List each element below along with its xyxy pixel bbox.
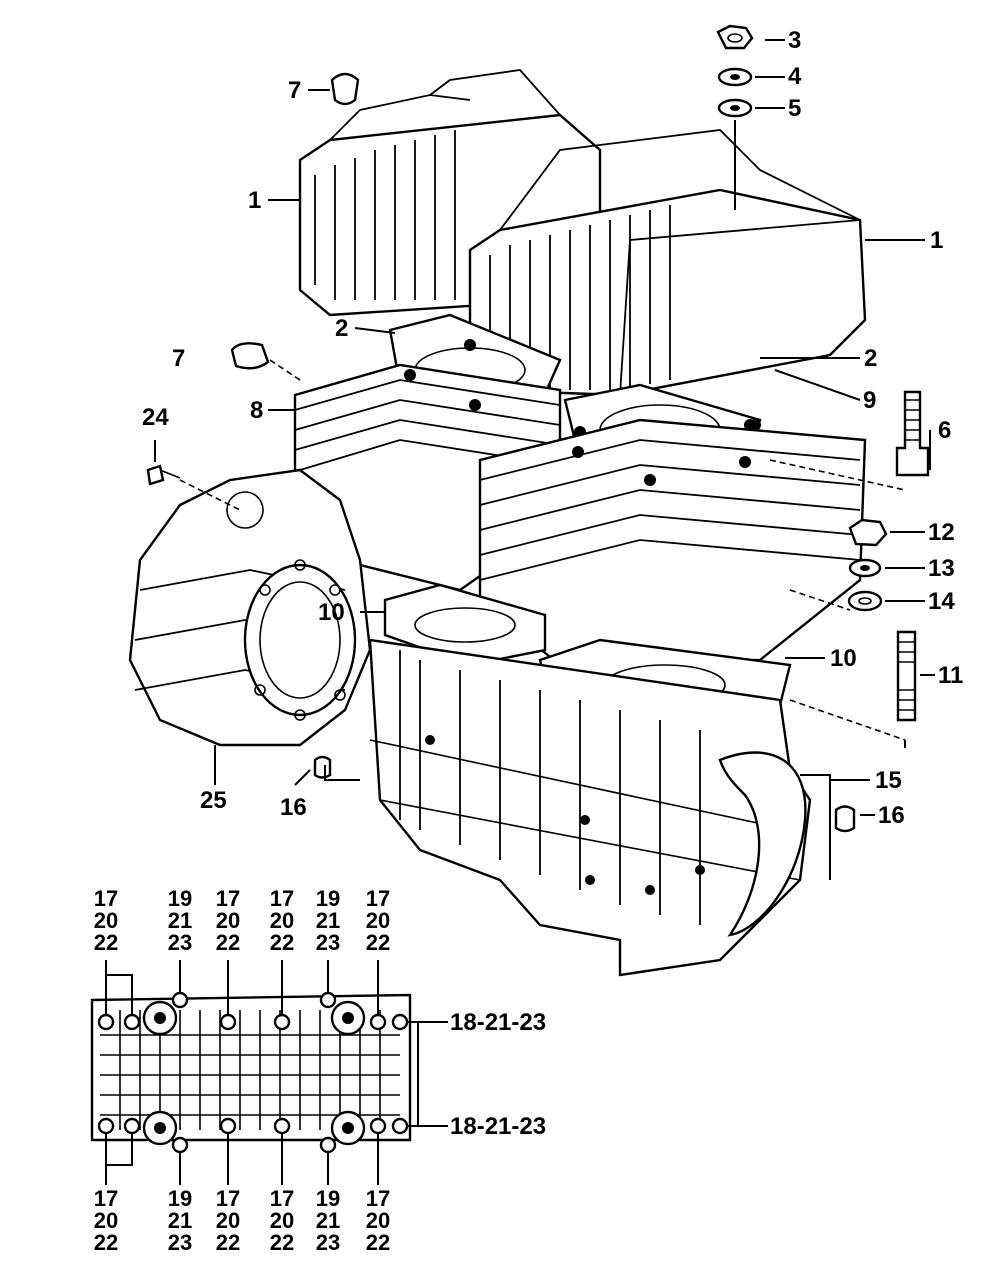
bolt-ref-right-bottom: 18-21-23 — [450, 1113, 546, 1140]
bolt-ref-number: 22 — [94, 930, 118, 955]
bolt-ref-number: 19 — [316, 1186, 340, 1211]
callout-4: 4 — [788, 63, 802, 90]
bolt-ref-number: 17 — [366, 886, 390, 911]
bolt-ref-number: 22 — [94, 1230, 118, 1255]
stud-6 — [895, 390, 930, 477]
bolt-ref-number: 20 — [216, 1208, 240, 1233]
bolt-ref-number: 17 — [216, 886, 240, 911]
bottom-view-grid — [100, 1010, 400, 1130]
callout-24: 24 — [142, 404, 169, 431]
bolt-ref-number: 22 — [270, 930, 294, 955]
dowel-pin-top — [330, 72, 360, 106]
callout-2-left: 2 — [335, 315, 348, 342]
callout-14: 14 — [928, 588, 955, 615]
bolt-ref-number: 17 — [216, 1186, 240, 1211]
washer-4 — [717, 67, 753, 87]
bolt-ref-number: 17 — [270, 1186, 294, 1211]
bolt-ref-number: 21 — [316, 908, 340, 933]
bolt-ref-number: 19 — [168, 1186, 192, 1211]
bolt-ref-number: 20 — [366, 908, 390, 933]
bolt-ref-number: 20 — [216, 908, 240, 933]
bolt-ref-number: 22 — [270, 1230, 294, 1255]
callout-25: 25 — [200, 787, 227, 814]
leader-lines — [154, 39, 935, 880]
bolt-ref-number: 22 — [216, 1230, 240, 1255]
flywheel-housing — [128, 468, 372, 747]
bolt-ref-right-top: 18-21-23 — [450, 1009, 546, 1036]
bolt-ref-number: 20 — [270, 1208, 294, 1233]
bolt-ref-number: 21 — [168, 1208, 192, 1233]
callout-16-right: 16 — [878, 802, 905, 829]
washer-14 — [847, 590, 883, 612]
bolt-ref-number: 23 — [316, 930, 340, 955]
callout-7-left: 7 — [172, 345, 185, 372]
bolt-ref-number: 22 — [366, 1230, 390, 1255]
dowel-pin-left — [230, 342, 270, 370]
callout-2-right: 2 — [864, 345, 877, 372]
callout-11: 11 — [938, 662, 963, 689]
dowel-16-left — [313, 755, 332, 779]
bolt-ref-number: 20 — [270, 908, 294, 933]
washer-13 — [848, 558, 882, 578]
callout-1-left: 1 — [248, 187, 261, 214]
bolt-ref-number: 17 — [270, 886, 294, 911]
callout-3: 3 — [788, 27, 801, 54]
callout-7-top: 7 — [288, 77, 301, 104]
bolt-ref-number: 17 — [94, 1186, 118, 1211]
bolt-ref-number: 19 — [316, 886, 340, 911]
bolt-ref-number: 19 — [168, 886, 192, 911]
callout-13: 13 — [928, 555, 955, 582]
callout-6: 6 — [938, 417, 951, 444]
bolt-ref-number: 23 — [316, 1230, 340, 1255]
bolt-ref-number: 20 — [366, 1208, 390, 1233]
screw-24 — [146, 464, 181, 486]
callout-12: 12 — [928, 519, 955, 546]
bolt-ref-number: 20 — [94, 908, 118, 933]
callout-1-right: 1 — [930, 227, 943, 254]
washer-5 — [717, 98, 753, 118]
callout-10-left: 10 — [318, 599, 345, 626]
dowel-16-right — [834, 805, 856, 833]
bolt-ref-number: 21 — [168, 908, 192, 933]
nut-3 — [716, 24, 754, 50]
callout-15: 15 — [875, 767, 902, 794]
stud-11 — [896, 630, 917, 722]
callout-10-right: 10 — [830, 645, 857, 672]
bolt-ref-number: 23 — [168, 930, 192, 955]
base-gasket-left — [383, 583, 547, 667]
bolt-ref-number: 21 — [316, 1208, 340, 1233]
callout-labels: 1 1 2 2 3 4 5 6 7 7 8 9 10 10 11 12 13 1… — [142, 27, 963, 829]
callout-5: 5 — [788, 95, 801, 122]
bolt-ref-number: 22 — [366, 930, 390, 955]
bottom-view-bosses — [142, 1000, 366, 1146]
bolt-ref-number: 20 — [94, 1208, 118, 1233]
cylinder-right — [478, 418, 867, 667]
bottom-view-leaders — [105, 960, 448, 1185]
callout-8: 8 — [250, 397, 263, 424]
nut-12 — [848, 518, 888, 547]
callout-9: 9 — [863, 387, 876, 414]
callout-16-left: 16 — [280, 794, 307, 821]
bolt-ref-number: 17 — [366, 1186, 390, 1211]
bolt-ref-number: 22 — [216, 930, 240, 955]
crankcase — [368, 638, 812, 977]
crankcase-bottom-view: 18-21-23 18-21-23 1720221921231720221720… — [90, 886, 546, 1255]
cylinder-head-right — [468, 129, 867, 397]
bolt-ref-number: 17 — [94, 886, 118, 911]
bolt-ref-number: 23 — [168, 1230, 192, 1255]
